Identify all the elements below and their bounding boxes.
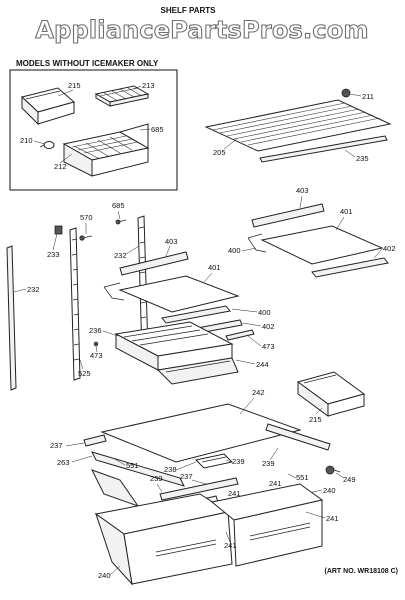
part-label-570: 570	[80, 213, 93, 222]
part-label-215-right: 215	[309, 415, 322, 424]
part-label-249: 249	[343, 475, 356, 484]
glass-shelf-center-part	[103, 275, 240, 313]
part-label-525: 525	[78, 369, 91, 378]
shelf-frame-center-part	[161, 305, 231, 324]
part-label-400-right: 400	[228, 246, 241, 255]
part-label-239-right: 239	[262, 459, 275, 468]
door-bin-inset-part	[20, 87, 76, 126]
part-label-263: 263	[57, 458, 70, 467]
part-label-473-right: 473	[262, 342, 275, 351]
part-label-685: 685	[112, 201, 125, 210]
shelf-stop-part	[341, 88, 351, 98]
part-label-240-left: 240	[98, 571, 111, 580]
part-label-241-far-right: 241	[326, 514, 339, 523]
shelf-frame-right-part	[311, 257, 389, 278]
ice-tray-part	[94, 85, 150, 107]
inset-header: MODELS WITHOUT ICEMAKER ONLY	[16, 59, 159, 68]
part-label-242: 242	[252, 388, 265, 397]
slide-out-tray-part	[114, 321, 239, 385]
part-label-402-center: 402	[262, 322, 275, 331]
part-label-403-center: 403	[165, 237, 178, 246]
shelf-front-trim-center-part	[119, 251, 189, 276]
door-bin-right-part	[296, 371, 366, 417]
part-label-213: 213	[142, 81, 155, 90]
vertical-rail-part	[6, 245, 17, 391]
screw-570-part	[79, 235, 93, 241]
shelf-ladder-left-part	[69, 227, 81, 381]
crisper-rail-center-part	[159, 477, 239, 501]
screw-685-part	[115, 219, 127, 225]
part-label-205: 205	[213, 148, 226, 157]
crisper-pan-right-part	[210, 483, 324, 567]
ice-bucket-part	[62, 123, 150, 177]
part-label-211: 211	[362, 92, 374, 101]
crisper-support-right-part	[265, 423, 331, 451]
part-label-403-right: 403	[296, 186, 309, 195]
part-label-402-right: 402	[383, 244, 396, 253]
slide-rail-part	[225, 329, 255, 341]
clip-part	[39, 141, 55, 149]
part-label-239-left: 239	[150, 474, 163, 483]
part-label-551-right: 551	[296, 473, 309, 482]
art-number: (ART NO. WR18108 C)	[324, 568, 398, 575]
part-label-210: 210	[20, 136, 33, 145]
part-label-401-center: 401	[208, 263, 221, 272]
part-label-239-center: 239	[232, 457, 245, 466]
cover-trim-left-part	[83, 434, 107, 447]
ladder-clip-part	[54, 225, 63, 235]
part-label-238: 238	[164, 465, 177, 474]
part-label-241-center: 241	[228, 489, 241, 498]
watermark-text: AppliancePartsPros.com	[35, 16, 368, 44]
part-label-235: 235	[356, 154, 369, 163]
part-label-401-right: 401	[340, 207, 353, 216]
glass-shelf-right-part	[247, 225, 384, 265]
part-label-240-right: 240	[323, 486, 336, 495]
part-label-473-left: 473	[90, 351, 103, 360]
wire-shelf-part	[204, 99, 392, 163]
part-label-237-center: 237	[180, 472, 193, 481]
crisper-pan-left-part	[94, 493, 233, 586]
roller-part	[325, 465, 341, 475]
part-label-241-right: 241	[269, 479, 282, 488]
part-label-244: 244	[256, 360, 269, 369]
part-label-237-left: 237	[50, 441, 63, 450]
part-label-215-inset: 215	[68, 81, 81, 90]
part-label-236: 236	[89, 326, 102, 335]
part-label-212: 212	[54, 162, 67, 171]
part-label-551-left: 551	[126, 461, 139, 470]
part-label-400-center: 400	[258, 308, 271, 317]
part-label-685-inset: 685	[151, 125, 164, 134]
shelf-front-trim-right-part	[251, 203, 325, 228]
diagram-title: SHELF PARTS	[161, 6, 217, 15]
crisper-cover-glass-part	[100, 403, 302, 463]
part-label-241-lower: 241	[224, 541, 237, 550]
inset-box: MODELS WITHOUT ICEMAKER ONLY	[9, 59, 178, 191]
slide-bracket-part	[194, 453, 234, 469]
part-label-232-left: 232	[27, 285, 40, 294]
part-label-233: 233	[47, 250, 60, 259]
part-label-232: 232	[114, 251, 127, 260]
